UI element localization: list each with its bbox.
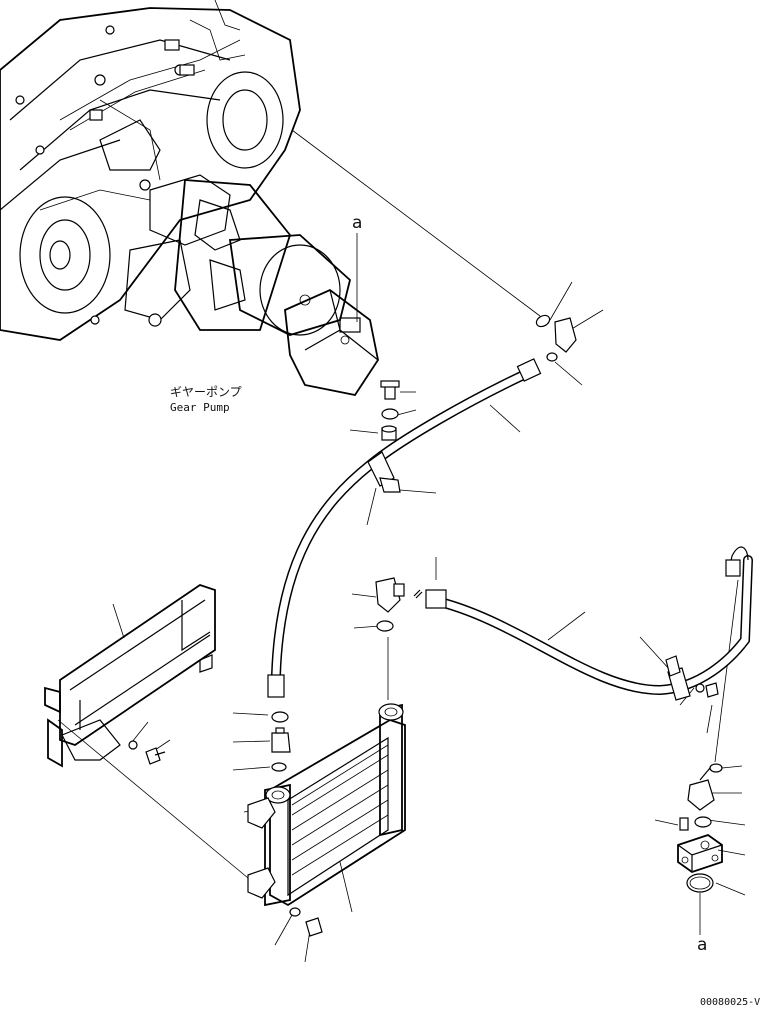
reference-a-top: a: [352, 213, 363, 233]
adapter-block-assembly: [677, 682, 723, 893]
leader-lines: [57, 129, 746, 963]
oil-cooler: [247, 703, 406, 937]
transmission-assembly: [0, 0, 301, 341]
gear-pump-label-en: Gear Pump: [170, 401, 230, 414]
pump-fittings: [380, 314, 577, 441]
hose-pump-to-cooler: [267, 358, 542, 698]
cooler-bracket: [44, 584, 216, 768]
gear-pump: [174, 179, 379, 397]
drawing-code: 00080025-V: [700, 997, 761, 1008]
reference-a-bottom: a: [697, 935, 708, 955]
elbow-fitting: [375, 577, 423, 632]
hose-right: [425, 546, 753, 701]
gear-pump-label-jp: ギヤーポンプ: [170, 385, 242, 399]
